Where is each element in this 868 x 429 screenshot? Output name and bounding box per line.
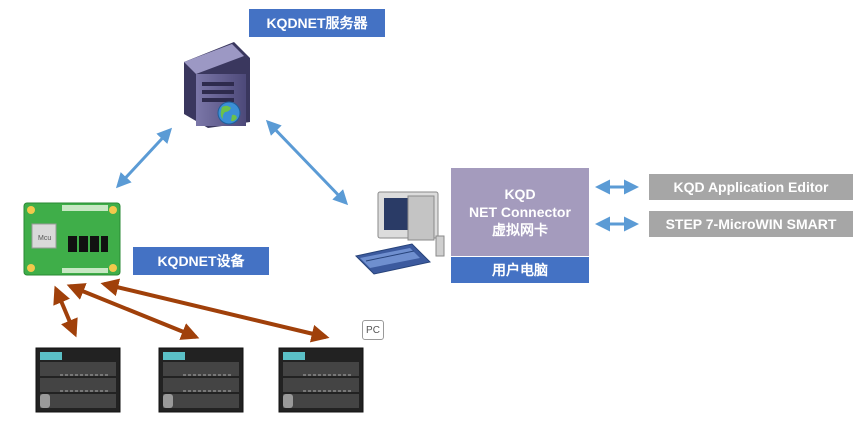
connector-line1: KQD: [504, 186, 536, 202]
app-kqd-editor: KQD Application Editor: [649, 174, 853, 200]
arrow-device-plc2: [66, 283, 200, 340]
plc-icon: [35, 347, 121, 413]
plc-icon: [278, 347, 364, 413]
arrow-device-plc3: [100, 278, 330, 343]
app-step7-microwin: STEP 7-MicroWIN SMART: [649, 211, 853, 237]
device-label: KQDNET设备: [133, 247, 269, 275]
arrow-server-pc: [265, 119, 349, 206]
arrow-server-device: [115, 127, 173, 189]
globe-icon: [217, 101, 241, 125]
pc-badge: PC: [362, 320, 384, 340]
connector-line3: 虚拟网卡: [492, 222, 548, 238]
device-board-icon: [23, 202, 121, 276]
connector-line2: NET Connector: [469, 204, 571, 220]
device-chip-label: Mcu: [38, 235, 51, 242]
arrow-device-plc1: [53, 285, 78, 338]
net-connector-box: KQD NET Connector 虚拟网卡: [451, 168, 589, 256]
server-label: KQDNET服务器: [249, 9, 385, 37]
plc-icon: [158, 347, 244, 413]
user-pc-label: 用户电脑: [451, 257, 589, 283]
computer-icon: [354, 191, 445, 275]
